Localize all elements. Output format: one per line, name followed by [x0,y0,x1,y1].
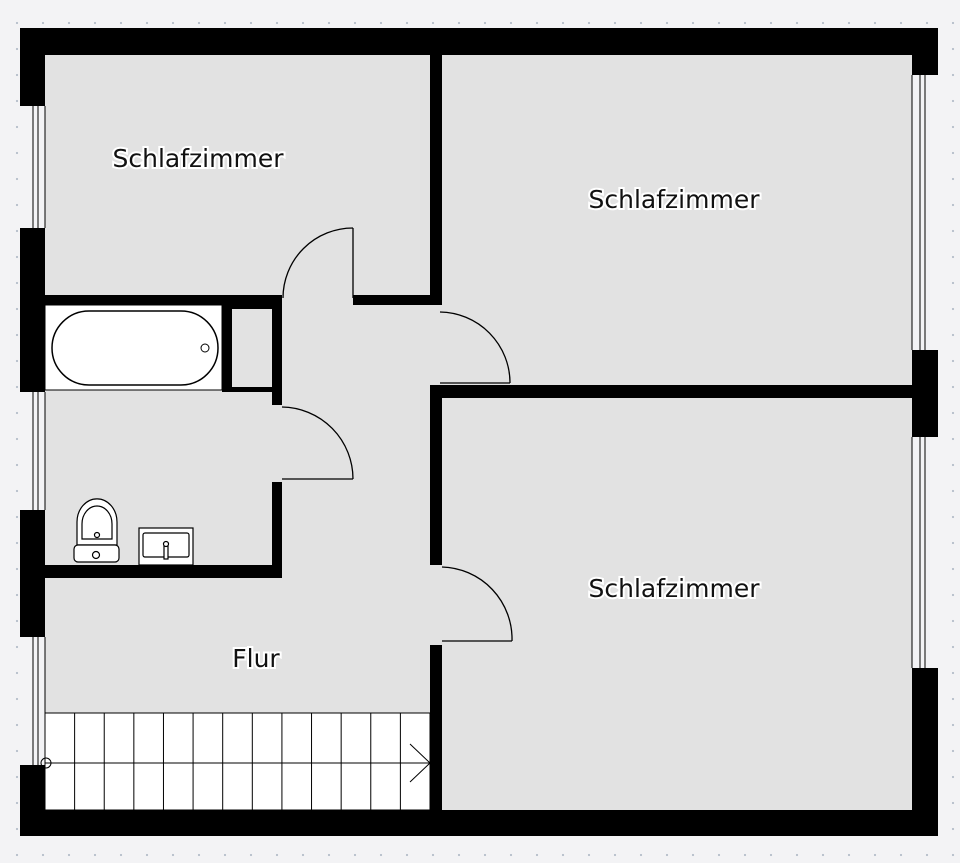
window-bathroom [20,392,46,510]
staircase [40,712,431,811]
room-label-hallway: Flur [232,644,280,673]
window-hallway [20,637,46,765]
window-right-bottom [911,437,938,668]
floor-area [45,55,912,810]
room-label-bedroom-bottom-right: Schlafzimmer [589,574,761,603]
sink [138,527,194,566]
door-top-right-bedroom[interactable] [439,311,511,384]
door-bottom-right-bedroom[interactable] [441,566,513,642]
closet [232,309,272,387]
bathtub [44,304,223,391]
window-right-top [911,75,938,350]
room-label-bedroom-top-left: Schlafzimmer [113,144,285,173]
door-bathroom[interactable] [281,406,354,480]
door-top-left-bedroom[interactable] [282,227,354,299]
window-left-bedroom [20,106,46,228]
toilet [73,498,120,563]
stairs-start-marker [40,757,52,769]
stairs-arrow-icon [409,743,431,783]
room-label-bedroom-top-right: Schlafzimmer [589,185,761,214]
